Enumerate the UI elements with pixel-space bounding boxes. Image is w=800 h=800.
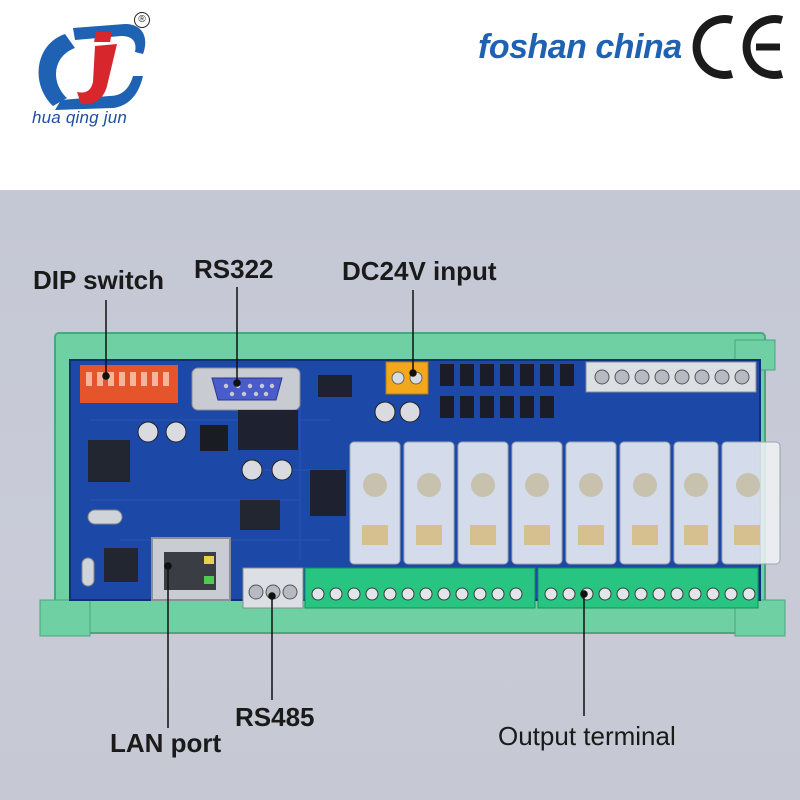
- ethernet-chip: [104, 548, 138, 582]
- relay-icon: [403, 441, 455, 565]
- relay-icon: [349, 441, 401, 565]
- label-dip-switch: DIP switch: [33, 265, 165, 295]
- label-output-terminal: Output terminal: [498, 721, 676, 751]
- rail-clip-left: [39, 599, 91, 637]
- regulator-chip: [238, 410, 298, 450]
- label-rs485: RS485: [235, 702, 315, 732]
- registered-mark: ®: [134, 12, 150, 28]
- driver-chip: [310, 470, 346, 516]
- relay-row: [349, 441, 781, 565]
- relay-icon: [511, 441, 563, 565]
- relay-icon: [619, 441, 671, 565]
- board-illustration: [39, 287, 786, 728]
- dip-switch-icon: [80, 365, 178, 403]
- ce-mark-icon: [692, 15, 784, 79]
- header-banner: ® hua qing jun foshan china: [0, 0, 800, 190]
- input-terminal-icon: [585, 361, 757, 393]
- relay-icon: [457, 441, 509, 565]
- relay-icon: [565, 441, 617, 565]
- relay-icon: [721, 441, 781, 565]
- output-terminal-right: [537, 567, 759, 609]
- relay-icon: [673, 441, 719, 565]
- brand-logo-icon: [38, 24, 146, 110]
- city-title: foshan china: [478, 28, 682, 66]
- label-lan-port: LAN port: [110, 728, 222, 758]
- label-rs322: RS322: [194, 254, 274, 284]
- mcu-chip: [88, 440, 130, 482]
- product-panel: [0, 190, 800, 800]
- brand-tagline: hua qing jun: [32, 108, 128, 127]
- label-dc24v-input: DC24V input: [342, 256, 497, 286]
- rs485-chip: [240, 500, 280, 530]
